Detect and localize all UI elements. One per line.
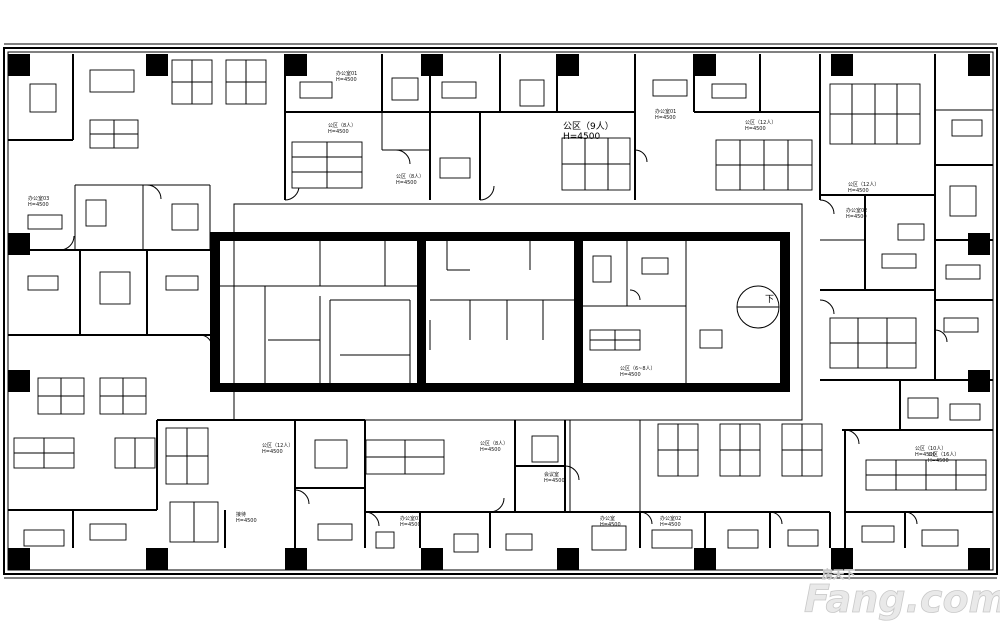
room-label: 公区（12人）	[848, 182, 879, 188]
room-label: 办公室02	[846, 207, 867, 214]
room-height: H=4500	[262, 449, 283, 455]
watermark-brand: Fang.com	[804, 577, 1000, 621]
room-label: 接待	[236, 511, 246, 518]
room-label: 办公室01	[655, 108, 676, 115]
room-height: H=4500	[745, 126, 766, 132]
room-label: 公区（8人）	[328, 123, 356, 129]
workstations	[13, 59, 987, 543]
room-label: 办公室03	[28, 195, 49, 202]
room-label: 办公室01	[336, 70, 357, 77]
room-height: H=4500	[236, 518, 257, 524]
watermark-cn: 房天下	[822, 567, 855, 581]
room-label: 公区（12人）	[262, 443, 293, 449]
room-height: H=4500	[480, 447, 501, 453]
room-label: 办公室02	[660, 515, 681, 522]
room-label: 公区（16人）	[928, 452, 959, 458]
room-label: 公区（12人）	[745, 120, 776, 126]
room-label: 公区（10人）	[915, 446, 946, 452]
room-partitions	[8, 54, 993, 548]
room-label: 公区（8人）	[396, 174, 424, 180]
central-core: 下	[210, 203, 803, 421]
room-height: H=4500	[400, 522, 421, 528]
room-height: H=4500	[328, 129, 349, 135]
room-height: H=4500	[928, 458, 949, 464]
header-room-title: 公区（9人）	[563, 121, 614, 132]
watermark: 房天下 Fang.com	[804, 567, 1000, 622]
room-label: 公区（6~8人）	[620, 366, 656, 372]
room-label: 办公室01	[400, 515, 421, 522]
room-height: H=4500	[600, 522, 621, 528]
room-label: 公区（8人）	[480, 441, 508, 447]
room-height: H=4500	[655, 115, 676, 121]
room-label: 办公室	[600, 515, 615, 522]
room-height: H=4500	[544, 478, 565, 484]
office-furniture	[23, 77, 983, 553]
room-height: H=4500	[660, 522, 681, 528]
room-height: H=4500	[396, 180, 417, 186]
room-height: H=4500	[848, 188, 869, 194]
room-height: H=4500	[846, 214, 867, 220]
stair-down-label: 下	[765, 295, 774, 305]
outer-frame	[3, 43, 998, 579]
doors	[59, 149, 948, 527]
structural-columns	[8, 54, 990, 570]
room-height: H=4500	[28, 202, 49, 208]
room-height: H=4500	[620, 372, 641, 378]
header-room-height: H=4500	[563, 132, 600, 142]
room-labels: 公区（9人） H=4500 办公室01 H=4500 办公室01 H=4500 …	[28, 70, 959, 528]
room-height: H=4500	[336, 77, 357, 83]
room-height: H=4500	[915, 452, 936, 458]
room-label: 会议室	[544, 471, 559, 478]
